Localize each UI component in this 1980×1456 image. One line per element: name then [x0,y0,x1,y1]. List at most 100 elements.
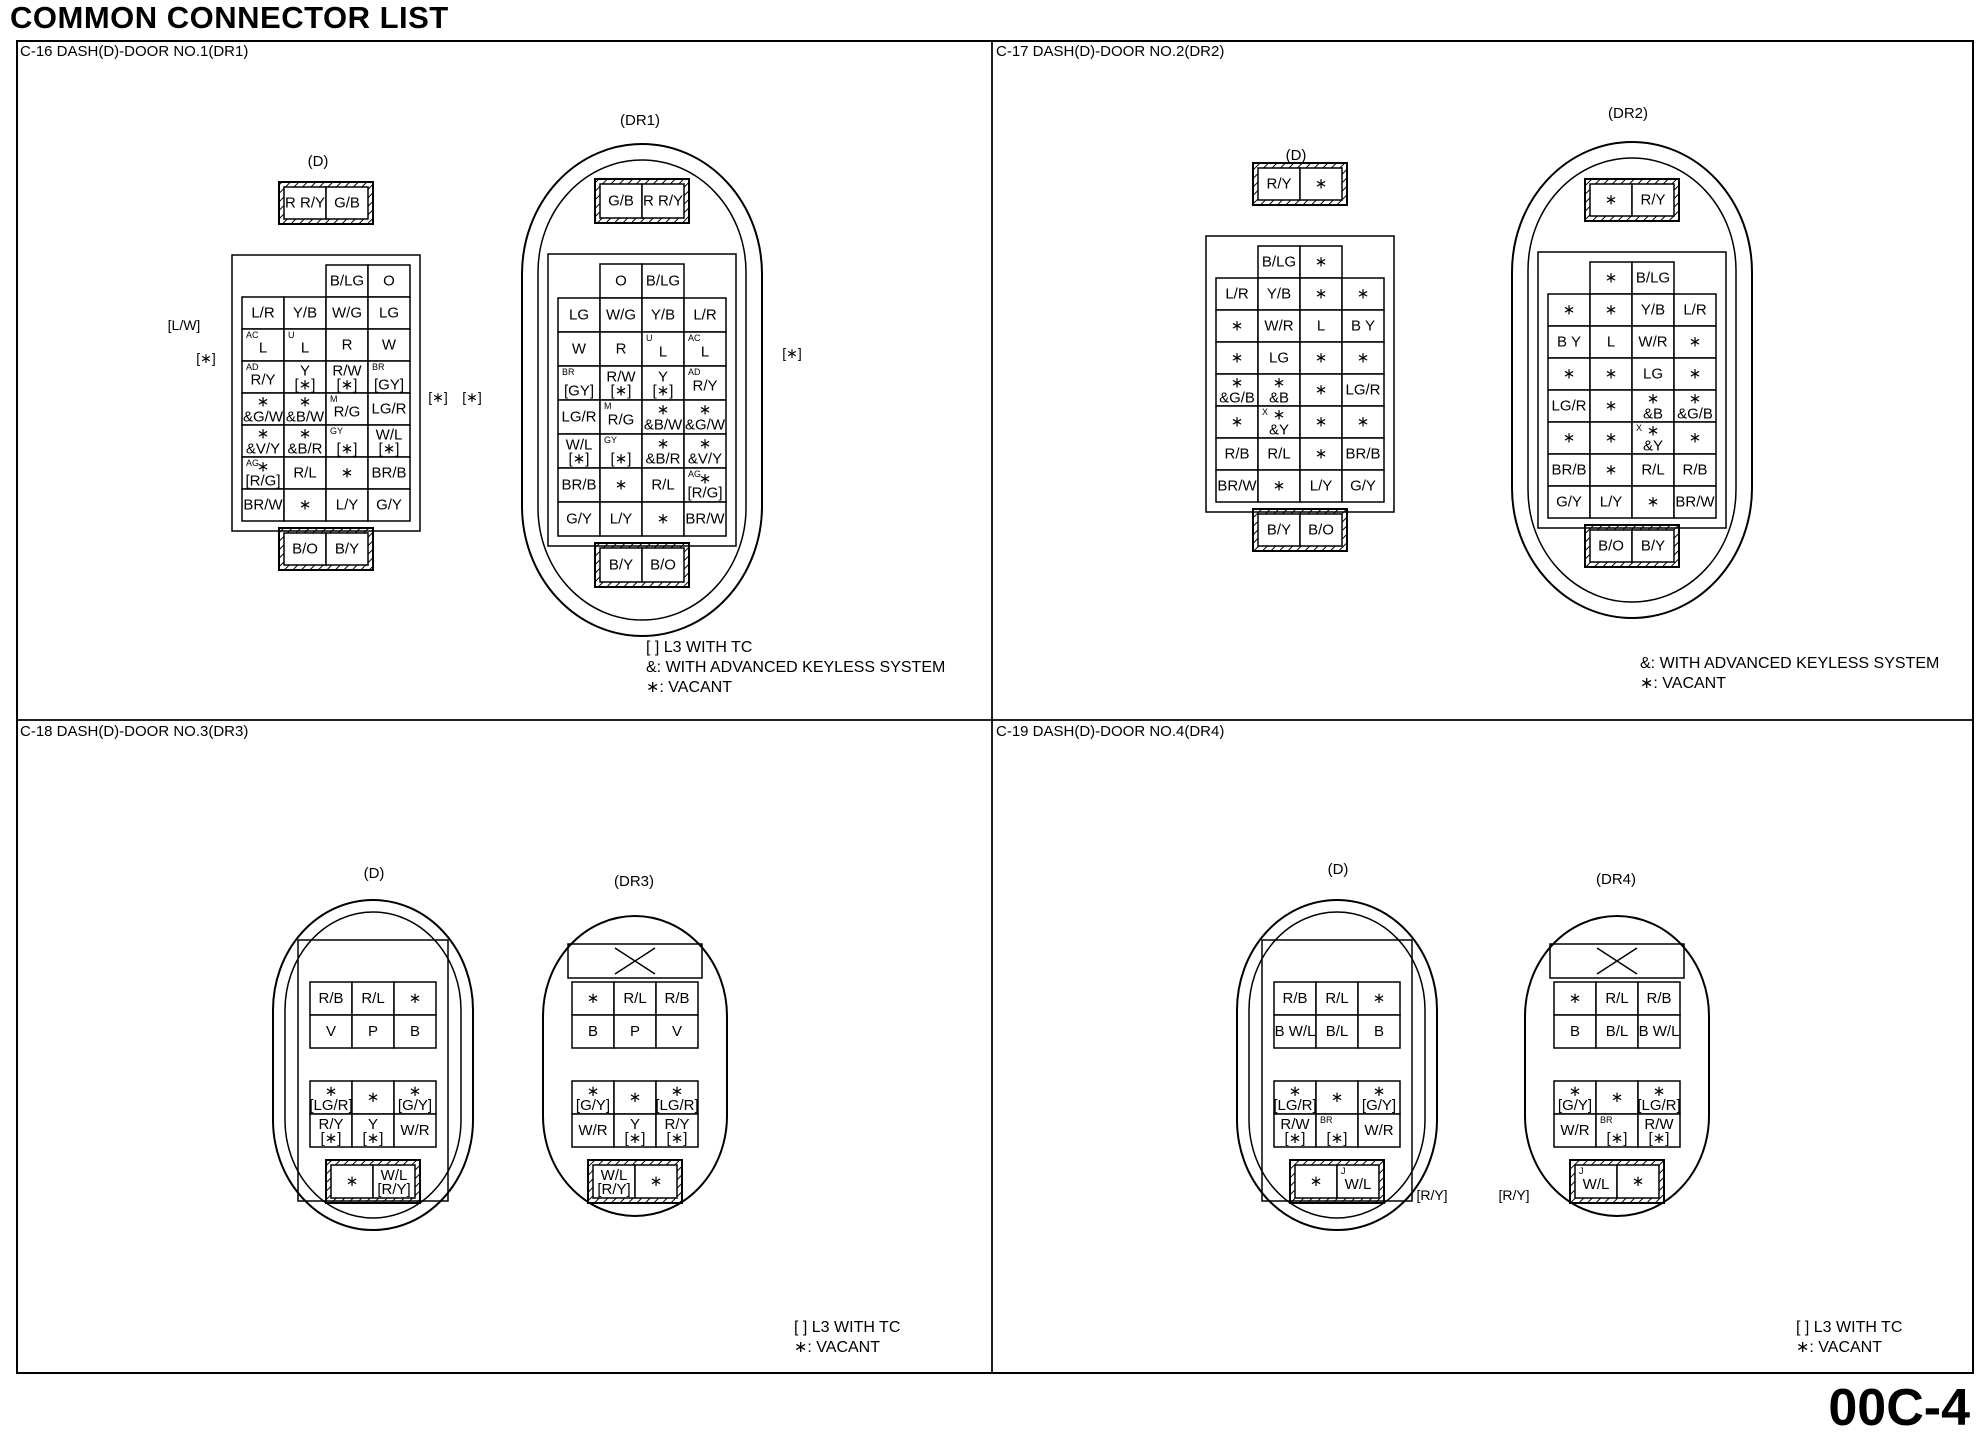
pin-cell [1257,469,1301,503]
pin-cell [683,399,727,435]
pin-label: R/B [1224,446,1249,463]
pin-cell [351,1080,395,1115]
pin-label: ∗ [1605,366,1618,383]
pin-note: [∗] [295,377,316,394]
pin-label: R/G [608,412,635,429]
pin-label: B [588,1023,598,1040]
pin-tag: BR [372,362,385,372]
pin-cell [1315,1113,1359,1148]
bottom-lock-pin-label: ∗ [650,1173,663,1190]
pin-tag: X [1636,423,1642,433]
pin-label: &Y [1269,422,1289,439]
pin-cell [1589,421,1633,455]
pin-cell [1257,373,1301,407]
pin-label: ∗ [367,1089,380,1106]
pin-label: ∗ [1315,254,1328,271]
connector-label: (DR3) [614,873,654,890]
pin-cell [393,1113,437,1148]
pin-label: &V/Y [688,451,722,468]
pin-cell [557,331,601,367]
bottom-lock-pin-label: W/L [1583,1176,1610,1193]
pin-label: W/R [1264,318,1293,335]
bottom-lock-pin-label: B/Y [335,541,359,558]
pin-label: W/L [376,427,403,444]
pin-label: G/Y [1350,478,1376,495]
pin-cell [557,467,601,503]
pin-note: [∗] [611,383,632,400]
bottom-lock-pin-label: B/O [1598,538,1624,555]
panel-border [16,719,993,1374]
pin-label: L/Y [1310,478,1333,495]
pin-tag: AC [688,333,701,343]
callout-note: [R/Y] [1498,1187,1529,1203]
bottom-lock-pin-label: B/Y [1641,538,1665,555]
outer-border [16,40,1974,1374]
pin-vacant: ∗ [1273,407,1286,424]
bottom-lock-pin-label: B/O [650,557,676,574]
pin-label: R/W [1644,1116,1674,1133]
pin-cell [1589,261,1633,295]
connector-label: (D) [1328,861,1349,878]
pin-label: R/W [606,369,636,386]
top-lock-pin-label: G/B [334,195,360,212]
pin-label: L [1607,334,1615,351]
top-lock-pin-label: G/B [608,193,634,210]
pin-cell [683,501,727,537]
legend-line: ∗: VACANT [794,1339,880,1356]
pin-cell [655,981,699,1016]
bottom-lock-pin [372,1164,416,1199]
pin-label: W [572,341,587,358]
pin-label: R/Y [318,1116,343,1133]
legend-line: ∗: VACANT [646,679,732,696]
legend-line: [ ] L3 WITH TC [794,1319,900,1336]
panel-title: C-16 DASH(D)-DOOR NO.1(DR1) [20,43,248,60]
pin-label: LG [569,307,589,324]
pin-label: R/W [332,363,362,380]
pin-label: ∗ [587,1083,600,1100]
pin-vacant: ∗ [1647,391,1660,408]
pin-label: R [342,337,353,354]
pin-tag: BR [562,367,575,377]
pin-label: R/G [334,404,361,421]
pin-vacant: ∗ [699,402,712,419]
pin-label: ∗ [615,477,628,494]
top-lock-pin-label: ∗ [1605,192,1618,209]
pin-label: R/B [1282,990,1307,1007]
pin-label: L/R [693,307,717,324]
pin-label: BR/B [561,477,596,494]
pin-cell [1273,1113,1317,1148]
pin-label: P [368,1023,378,1040]
callout-note: [R/Y] [1416,1187,1447,1203]
pin-label: R/L [1325,990,1348,1007]
pin-label: &B/R [645,451,680,468]
bottom-lock-pin [641,547,685,583]
pin-note: [∗] [363,1130,384,1147]
pin-label: R/B [318,990,343,1007]
pin-label: B W/L [1275,1023,1316,1040]
pin-cell [1631,453,1675,487]
pin-cell [1215,469,1259,503]
pin-cell [1589,453,1633,487]
pin-label: ∗ [1563,430,1576,447]
pin-label: ∗ [657,511,670,528]
pin-note: [∗] [667,1130,688,1147]
pin-label: ∗ [1289,1083,1302,1100]
pin-label: W/R [1638,334,1667,351]
pin-cell [1315,1080,1359,1115]
pin-note: [∗] [1649,1130,1670,1147]
top-lock-pin [1257,167,1301,201]
pin-cell [367,392,411,426]
pin-cell [641,501,685,537]
pin-cell [641,331,685,367]
pin-cell [557,501,601,537]
pin-label: LG/R [1345,382,1380,399]
pin-cell [1273,981,1317,1016]
pin-cell [613,1014,657,1049]
pin-label: V [326,1023,336,1040]
pin-note: [LG/R] [655,1097,698,1114]
pin-label: Y [630,1116,640,1133]
callout-note: [∗] [462,389,482,405]
pin-cell [325,328,369,362]
pin-label: L [259,340,267,357]
bottom-lock-pin-tag: J [1579,1166,1584,1176]
